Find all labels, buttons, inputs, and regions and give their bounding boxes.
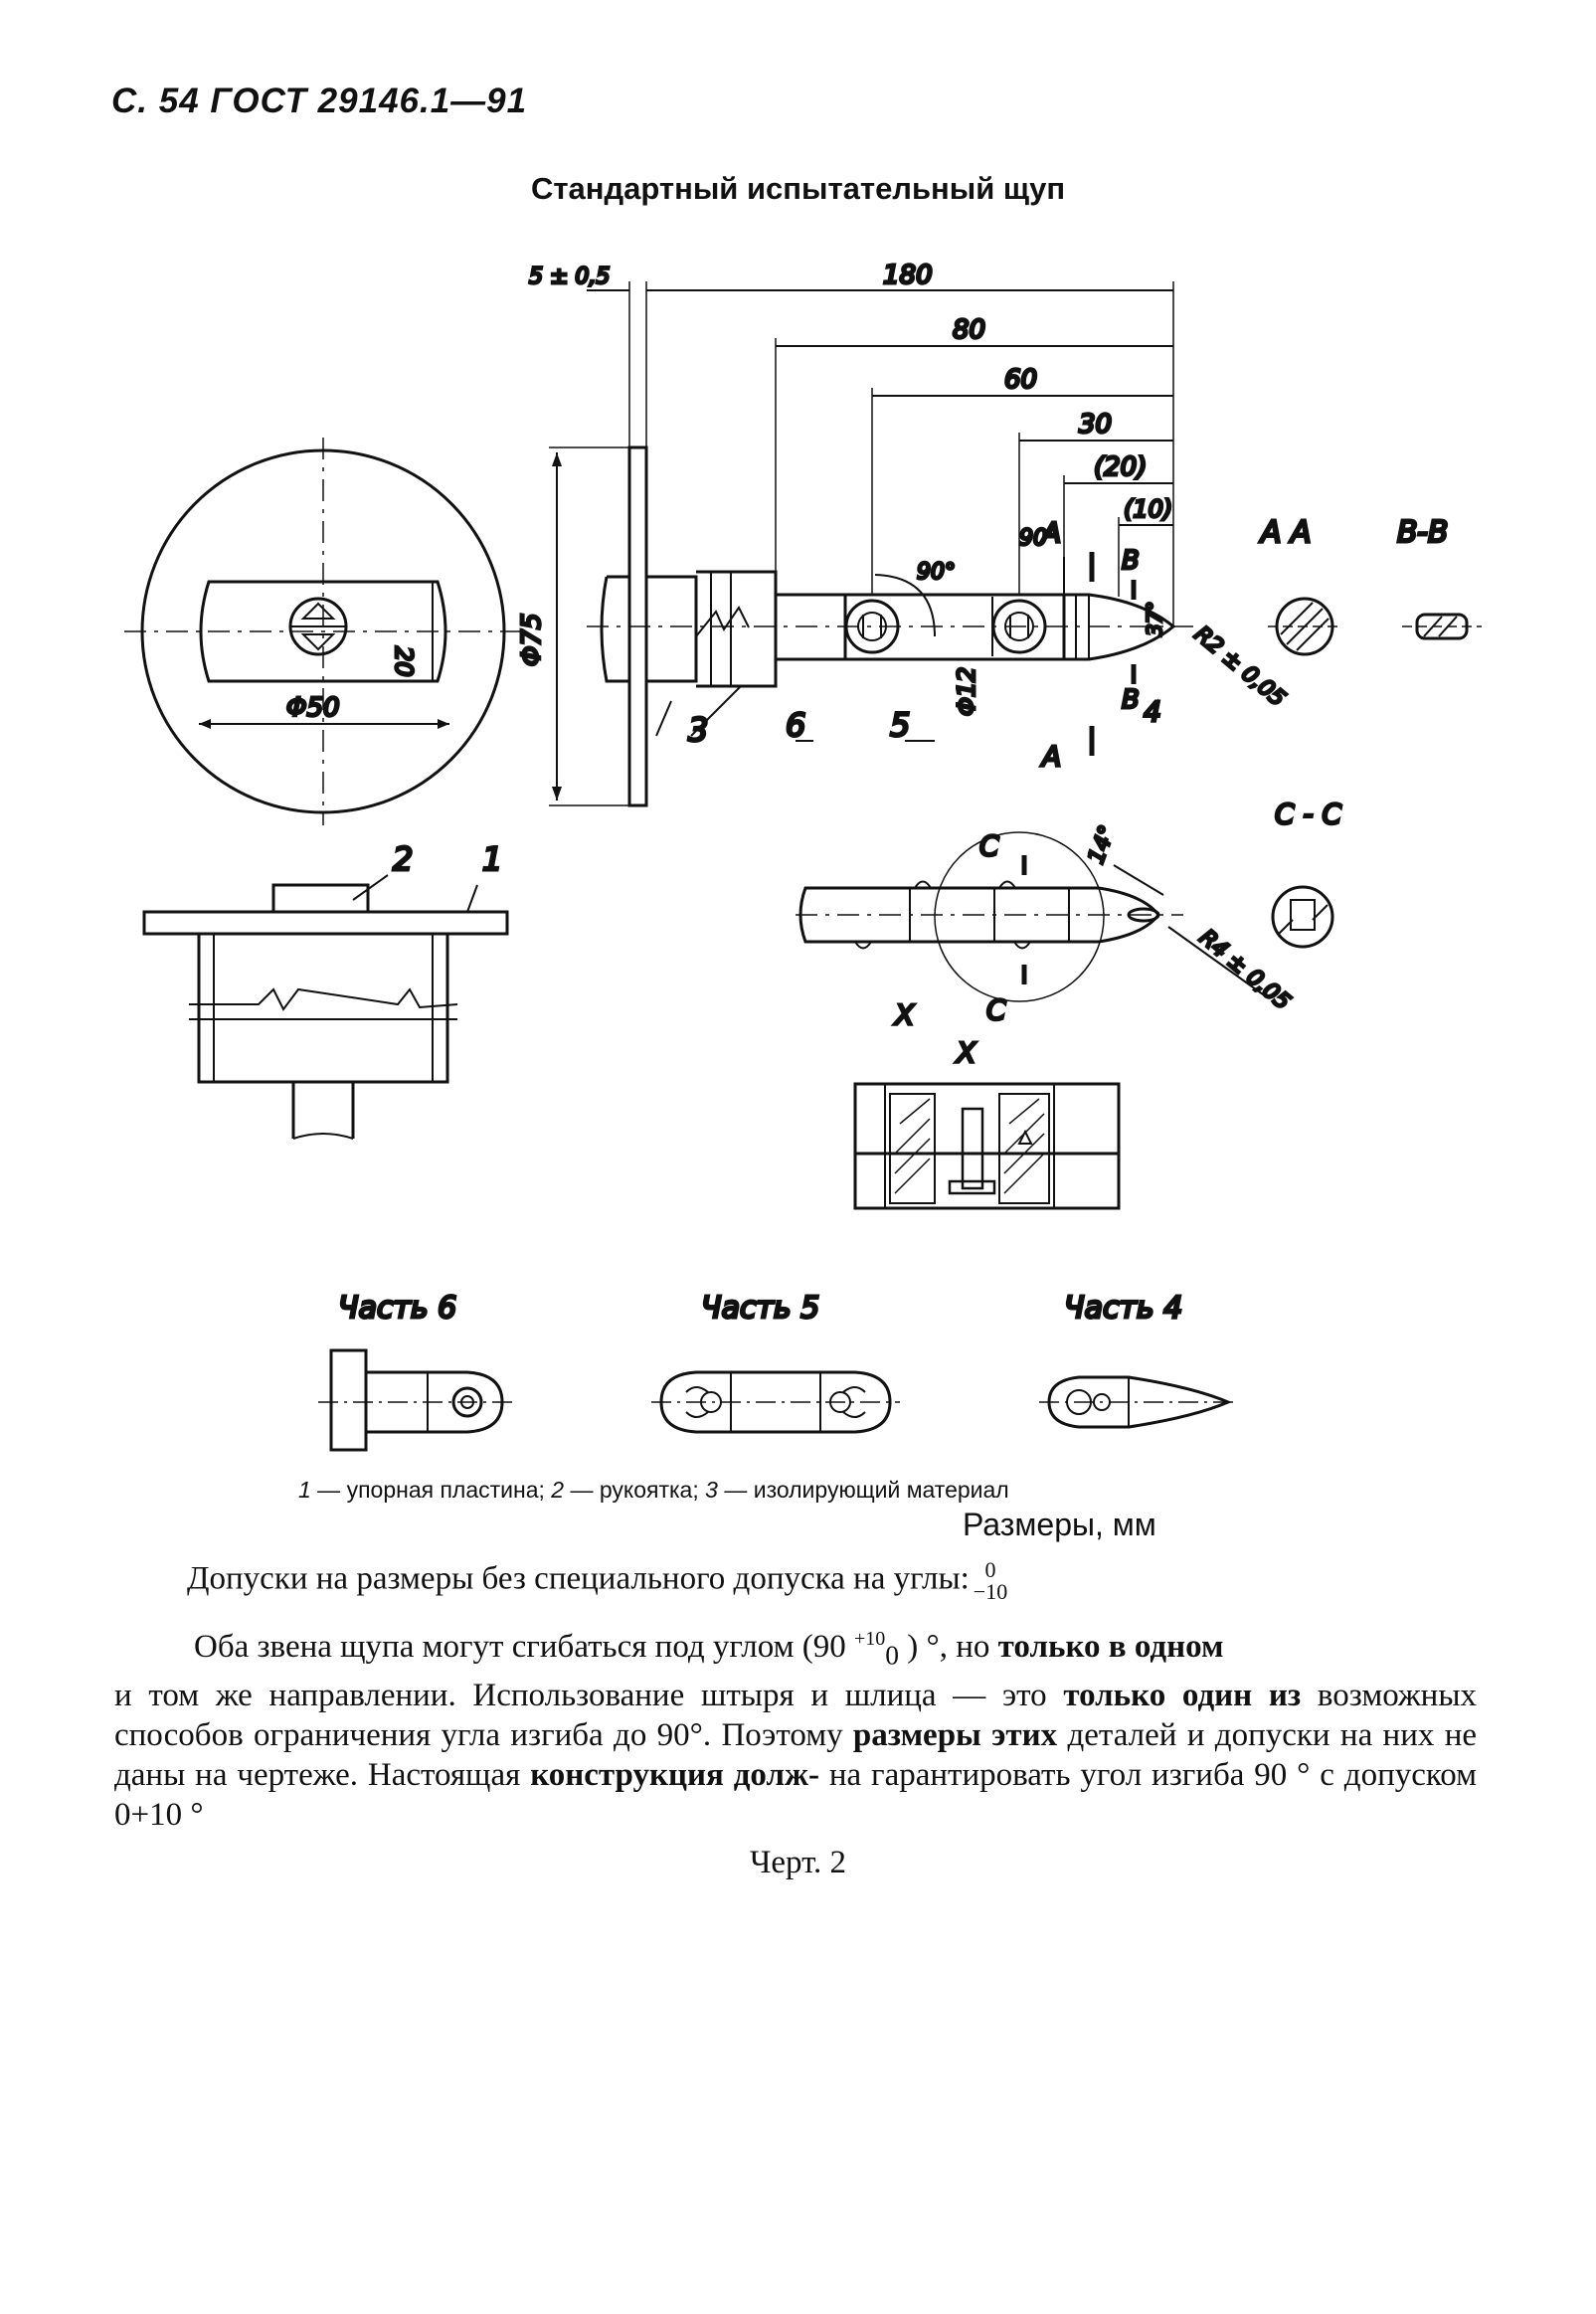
figure-caption: Черт. 2 [749, 1845, 847, 1880]
page-header: С. 54 ГОСТ 29146.1—91 [111, 82, 528, 120]
callout-6: 6 [786, 706, 805, 744]
dim-20-paren: (20) [1094, 452, 1147, 482]
drawing-title: Стандартный испытательный щуп [530, 171, 1066, 206]
figure-legend: 1 — упорная пластина; 2 — рукоятка; 3 — … [298, 1477, 1009, 1504]
p1b: ) °, но [899, 1629, 998, 1665]
detail-x-label: X [955, 1036, 976, 1069]
section-c-top: C [979, 829, 999, 862]
legend-text-2: — рукоятка; [564, 1477, 706, 1503]
section-b-bottom: B [1122, 685, 1140, 715]
dim-phi50: Φ50 [286, 693, 340, 723]
tolerance-upper: 0 [984, 1557, 996, 1582]
section-bb-label: B-B [1397, 515, 1448, 550]
legend-num-1: 1 [298, 1477, 311, 1503]
legend-text-1: — упорная пластина; [310, 1477, 552, 1503]
section-cc-label: C - C [1275, 798, 1341, 830]
section-a-top: A [1040, 516, 1061, 549]
dim-20: 20 [390, 646, 418, 677]
p3: возможных способов ограничения угла изги… [114, 1677, 1478, 1753]
legend-num-2: 2 [551, 1477, 565, 1503]
detail-x-mark: X [893, 998, 915, 1031]
paragraph-line-5: на гарантировать угол изгиба 90 ° с допу… [114, 1756, 1478, 1833]
p4b: конструкция долж- [530, 1756, 819, 1793]
callout-1: 1 [482, 840, 502, 878]
probe-top-view [796, 831, 1264, 1002]
angle-14: 14° [1084, 822, 1121, 867]
legend-num-3: 3 [705, 1477, 718, 1503]
stop-plate-front-view [124, 438, 522, 825]
angle-90-b: 90° [1019, 526, 1058, 551]
tolerance-text: Допуски на размеры без специального допу… [187, 1560, 970, 1597]
dim-60: 60 [1004, 365, 1037, 395]
probe-side-view [549, 445, 1193, 807]
angle-37: 37° [1143, 602, 1166, 636]
section-bb-view [1402, 613, 1482, 640]
paragraph-line-2: и том же направлении. Использование штыр… [114, 1678, 1301, 1713]
section-cc-view [1271, 885, 1334, 949]
section-aa-label: A A [1259, 515, 1312, 550]
part-5-drawing [651, 1370, 900, 1434]
part-6-label: Часть 6 [338, 1291, 456, 1326]
explanatory-paragraph: Оба звена щупа могут сгибаться под углом… [114, 1619, 1477, 1835]
tolerance-note: Допуски на размеры без специального допу… [187, 1559, 1007, 1603]
part-4-drawing [1039, 1375, 1238, 1429]
p1c: только в одном [997, 1629, 1224, 1665]
legend-text-3: — изолирующий материал [717, 1477, 1009, 1503]
p2: и том же направлении. Использование штыр… [114, 1677, 1064, 1713]
p2b: только один из [1063, 1677, 1302, 1713]
paragraph-line-1: Оба звена щупа могут сгибаться под углом… [114, 1619, 1477, 1676]
p4: деталей и допуски на них не даны на черт… [114, 1716, 1478, 1793]
handle-side-view [142, 874, 509, 1140]
p3b: размеры этих [852, 1716, 1058, 1753]
callout-5: 5 [890, 706, 910, 744]
p1-sub: 0 [885, 1639, 900, 1671]
section-a-bottom: A [1040, 740, 1061, 773]
dimension-lines [587, 281, 1174, 626]
section-b-top: B [1122, 546, 1140, 576]
dim-10-paren: (10) [1124, 495, 1172, 523]
radius-r2: R2 ± 0,05 [1189, 622, 1290, 711]
dim-5: 5 ± 0,5 [529, 265, 610, 289]
section-markers-ab [1089, 552, 1137, 756]
p1a: Оба звена щупа могут сгибаться под углом… [194, 1629, 854, 1665]
dim-phi75: Φ75 [517, 613, 547, 666]
part-6-drawing [318, 1348, 512, 1452]
dim-80: 80 [953, 315, 985, 345]
angle-90-a: 90° [917, 560, 956, 585]
paragraph-line-3: возможных способов ограничения угла изги… [114, 1678, 1477, 1753]
dim-phi12: Φ12 [953, 667, 980, 716]
detail-x-view [853, 1082, 1121, 1210]
p1-sup: +10 [854, 1628, 886, 1650]
part-5-label: Часть 5 [701, 1291, 819, 1326]
units-note: Размеры, мм [963, 1507, 1156, 1542]
section-c-bottom: C [986, 993, 1006, 1026]
dim-180: 180 [883, 261, 933, 290]
section-aa-view [1268, 597, 1342, 656]
callout-4: 4 [1144, 695, 1161, 728]
tolerance-lower: −10 [973, 1579, 1008, 1604]
dim-30: 30 [1079, 410, 1112, 440]
tolerance-fraction: 0−10 [974, 1559, 1007, 1603]
callout-2: 2 [393, 840, 413, 878]
part-4-label: Часть 4 [1064, 1291, 1182, 1326]
radius-r4: R4 ± 0,05 [1194, 925, 1295, 1014]
paragraph-line-4: деталей и допуски на них не даны на черт… [114, 1717, 1477, 1793]
